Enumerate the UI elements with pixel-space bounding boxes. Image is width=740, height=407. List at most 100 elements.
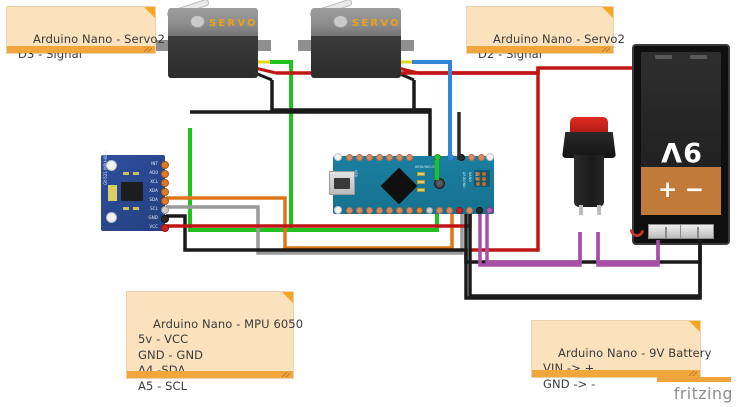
push-button-cap[interactable] (570, 117, 608, 136)
note-mpu6050[interactable]: Arduino Nano - MPU 6050 5v - VCC GND - G… (126, 291, 303, 393)
nano-pad-d13[interactable] (346, 154, 353, 161)
note-resize-grip-icon[interactable] (689, 371, 697, 376)
mpu-pin-xda[interactable] (161, 188, 169, 196)
note-footer-bar (532, 370, 700, 377)
mpu6050-module[interactable]: GY-521 MPU-6050 INT AD0 XCL XDA SDA SCL … (101, 149, 169, 232)
battery-face: 9V + − (641, 52, 721, 215)
nano-icsp-header[interactable] (474, 170, 490, 187)
mpu-pin-int[interactable] (161, 161, 169, 169)
nano-pad-a0[interactable] (376, 154, 383, 161)
note-servo1[interactable]: Arduino Nano - Servo2 D3 - Signal (6, 6, 165, 61)
nano-silk-brand: ARDUINO (462, 172, 466, 188)
nano-silk-version: V3.0 (474, 172, 478, 180)
mpu-pin-gnd[interactable] (161, 215, 169, 223)
nano-pad-d11[interactable] (356, 207, 363, 214)
nano-pad-rx0[interactable] (478, 154, 485, 161)
mpu-smd-3 (123, 207, 129, 210)
nano-pad-a6[interactable] (436, 207, 443, 214)
wire-gnd-black-servo2 (412, 80, 430, 112)
nano-pad-ref[interactable] (366, 154, 373, 161)
note-fold-corner-icon (689, 321, 700, 332)
mpu-silkscreen-label: GY-521 MPU-6050 (103, 149, 108, 185)
wire-servo2-signal-blue (412, 60, 452, 160)
servo1-brand-label: SERVO (209, 18, 258, 29)
fritzing-watermark: fritzing (673, 384, 733, 403)
nano-top-header[interactable] (334, 153, 494, 163)
note-fold-corner-icon (282, 292, 293, 303)
note-fold-corner-icon (602, 7, 613, 18)
nano-pad-a7[interactable] (446, 207, 453, 214)
mpu-smd-4 (133, 207, 139, 210)
nano-pad-d12[interactable] (346, 207, 353, 214)
nano-pad-d3-top[interactable] (434, 154, 441, 161)
servo1-body (168, 36, 258, 78)
mpu-mount-hole-top (106, 160, 117, 171)
push-button-barrel (574, 155, 604, 207)
note-servo2[interactable]: Arduino Nano - Servo2 D2 - Signal (466, 6, 625, 61)
servo1-mount-tab-left (155, 40, 170, 51)
nano-pad-a1[interactable] (386, 154, 393, 161)
nano-pad-a4-sda[interactable] (416, 207, 423, 214)
nano-pad-d8[interactable] (386, 207, 393, 214)
fritzing-watermark-bar (657, 377, 731, 382)
nano-silk-usb: USB (354, 170, 358, 177)
nano-pad-d10[interactable] (366, 207, 373, 214)
servo1-mount-tab-right (256, 40, 271, 51)
nano-pad-3v3[interactable] (356, 154, 363, 161)
nano-pad-a5-scl[interactable] (426, 207, 433, 214)
note-resize-grip-icon[interactable] (602, 47, 610, 52)
nano-silk-board-name: ARDUINO-V3 (415, 165, 437, 169)
nano-pad-d6[interactable] (406, 207, 413, 214)
nano-reset-button[interactable] (434, 178, 445, 189)
note-resize-grip-icon[interactable] (144, 47, 152, 52)
servo-motor-2[interactable]: SERVO (298, 0, 414, 78)
mpu-pin-scl[interactable] (161, 206, 169, 214)
push-button[interactable] (558, 117, 620, 235)
mpu-pin-label-xda: XDA (149, 188, 158, 193)
arduino-nano-board[interactable]: ARDUINO-V3 ARDUINO NANO V3.0 USB (329, 156, 494, 214)
mpu-pin-vcc[interactable] (161, 224, 169, 232)
nano-pad-d7[interactable] (396, 207, 403, 214)
note-resize-grip-icon[interactable] (282, 372, 290, 377)
nano-pad-5v[interactable] (456, 207, 463, 214)
nano-pad-rst-top[interactable] (468, 154, 475, 161)
nano-pad-d9[interactable] (376, 207, 383, 214)
mpu-pin-label-scl: SCL (150, 206, 158, 211)
nano-pad-vin[interactable] (486, 207, 493, 214)
wire-purple-button-right (596, 232, 660, 264)
nine-volt-battery[interactable]: 9V + − (627, 44, 730, 245)
push-button-pin-2[interactable] (597, 205, 601, 215)
note-mpu6050-text: Arduino Nano - MPU 6050 5v - VCC GND - G… (138, 316, 304, 393)
wire-servo1-red-lead (254, 66, 277, 75)
mpu-smd-2 (133, 172, 139, 175)
nano-pad-rst-bot[interactable] (466, 207, 473, 214)
mpu-pin-ad0[interactable] (161, 170, 169, 178)
battery-terminal-plus[interactable] (648, 224, 682, 239)
nano-pad-gnd-bot[interactable] (476, 207, 483, 214)
nano-pad-top-mount (334, 153, 342, 161)
battery-notch-left (655, 55, 672, 59)
mpu-pin-label-sda: SDA (149, 197, 158, 202)
mpu-pin-xcl[interactable] (161, 179, 169, 187)
servo-motor-1[interactable]: SERVO (155, 0, 271, 78)
note-battery[interactable]: Arduino Nano - 9V Battery VIN -> + GND -… (531, 320, 711, 391)
nano-mini-usb-connector[interactable] (329, 171, 355, 195)
note-fold-corner-icon (144, 7, 155, 18)
push-button-pin-1[interactable] (579, 205, 583, 215)
servo2-body (311, 36, 401, 78)
mpu-mount-hole-bottom (106, 212, 117, 223)
nano-pad-a3[interactable] (406, 154, 413, 161)
nano-pad-a2[interactable] (396, 154, 403, 161)
nano-bottom-header[interactable] (334, 206, 494, 216)
servo2-mount-tab-left (298, 40, 313, 51)
wire-mpu-scl-gray (166, 205, 464, 255)
wire-gnd-black-servo1 (270, 80, 432, 160)
battery-plus-sign: + (658, 177, 678, 203)
wire-servo1-signal-green (188, 60, 293, 232)
mpu-pin-sda[interactable] (161, 197, 169, 205)
servo1-top-case (168, 8, 258, 38)
nano-silk-model: NANO (468, 172, 472, 182)
battery-terminal-minus[interactable] (680, 224, 714, 239)
mpu-pin-label-xcl: XCL (150, 179, 158, 184)
nano-mcu-chip (380, 167, 418, 205)
